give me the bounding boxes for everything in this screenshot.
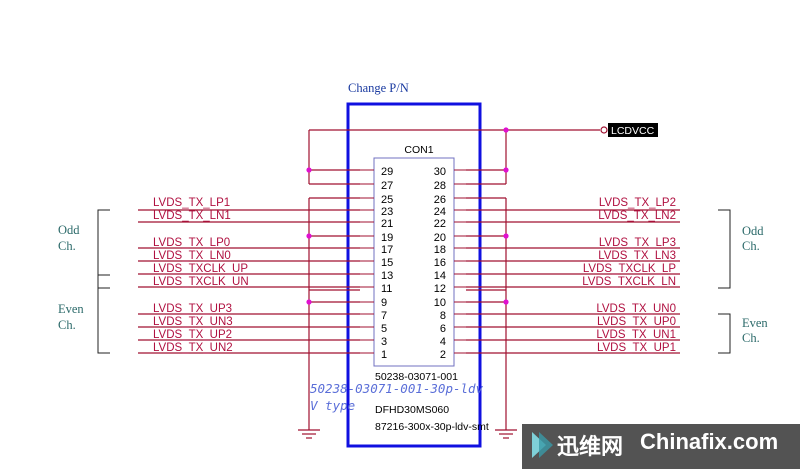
group-label-left-even: Even [58, 302, 84, 316]
power-rail [306, 127, 600, 185]
pin-number-right: 2 [440, 349, 446, 361]
pin-number-right: 30 [434, 166, 446, 178]
pin-number-right: 6 [440, 323, 446, 335]
pin-number-right: 28 [434, 180, 446, 192]
pin-number-left: 13 [381, 270, 393, 282]
signal-wires-left [138, 209, 360, 354]
pin-number-left: 9 [381, 297, 387, 309]
signal-label-right: LVDS_TX_LN3 [598, 250, 676, 262]
pin-number-right: 20 [434, 232, 446, 244]
pin-number-right: 4 [440, 336, 446, 348]
signal-label-left: LVDS_TX_UP2 [153, 329, 232, 341]
pin-number-left: 19 [381, 232, 393, 244]
pin-number-right: 16 [434, 257, 446, 269]
signal-label-left: LVDS_TXCLK_UN [153, 276, 249, 288]
connector-model: DFHD30MS060 [375, 404, 449, 416]
power-net-label: LCDVCC [611, 125, 655, 137]
pin-number-right: 10 [434, 297, 446, 309]
signal-label-right: LVDS_TX_LN2 [598, 210, 676, 222]
pin-number-right: 24 [434, 206, 446, 218]
signal-label-right: LVDS_TX_UP1 [597, 342, 676, 354]
group-label-right-odd-ch: Ch. [742, 239, 760, 253]
pin-number-right: 22 [434, 218, 446, 230]
signal-label-left: LVDS_TXCLK_UP [153, 263, 248, 275]
connector-part-number: 50238-03071-001 [375, 371, 458, 383]
watermark-logo-icon [532, 432, 553, 458]
signal-label-right: LVDS_TX_UN1 [596, 329, 676, 341]
pin-number-left: 23 [381, 206, 393, 218]
signal-label-left: LVDS_TX_UP3 [153, 303, 232, 315]
signal-label-right: LVDS_TX_LP2 [599, 197, 676, 209]
pin-number-left: 11 [381, 283, 392, 295]
signal-label-left: LVDS_TX_LN1 [153, 210, 231, 222]
group-bracket-left-odd [97, 209, 110, 289]
connector-footprint: 87216-300x-30p-ldv-smt [375, 421, 489, 433]
pin-stubs [360, 169, 466, 354]
pin-number-left: 1 [381, 349, 387, 361]
watermark-banner [522, 424, 800, 469]
pin-number-right: 8 [440, 310, 446, 322]
group-label-left-even-ch: Ch. [58, 318, 76, 332]
signal-label-left: LVDS_TX_UN3 [153, 316, 233, 328]
signal-label-left: LVDS_TX_LP0 [153, 237, 230, 249]
pin-number-left: 15 [381, 257, 393, 269]
watermark-en-text: Chinafix.com [640, 429, 779, 454]
signal-label-right: LVDS_TX_LP3 [599, 237, 676, 249]
pin-number-right: 14 [434, 270, 446, 282]
ground-symbol-left [298, 429, 320, 439]
pin-number-right: 12 [434, 283, 446, 295]
pin-number-right: 26 [434, 194, 446, 206]
pin-number-left: 25 [381, 194, 393, 206]
signal-label-left: LVDS_TX_LP1 [153, 197, 230, 209]
signal-label-right: LVDS_TXCLK_LN [582, 276, 676, 288]
power-net-bg [608, 123, 658, 137]
pin-number-left: 27 [381, 180, 393, 192]
pin-number-left: 7 [381, 310, 387, 322]
pin-number-left: 3 [381, 336, 387, 348]
signal-wires-right [466, 209, 680, 354]
change-highlight-box [346, 102, 482, 448]
group-bracket-right-odd [718, 209, 731, 289]
pin-number-left: 21 [381, 218, 393, 230]
signal-label-left: LVDS_TX_LN0 [153, 250, 231, 262]
group-bracket-right-even [718, 313, 731, 354]
signal-label-left: LVDS_TX_UN2 [153, 342, 233, 354]
power-port-icon [600, 126, 608, 134]
watermark-cn-text: 迅维网 [557, 435, 624, 460]
group-label-right-even-ch: Ch. [742, 331, 760, 345]
ground-symbol-right [495, 429, 517, 439]
signal-label-right: LVDS_TX_UP0 [597, 316, 676, 328]
group-label-right-even: Even [742, 316, 768, 330]
pin-number-left: 29 [381, 166, 393, 178]
signal-label-right: LVDS_TX_UN0 [596, 303, 676, 315]
group-label-left-odd: Odd [58, 223, 80, 237]
overlay-type-text: V type [310, 398, 355, 413]
pin-number-right: 18 [434, 244, 446, 256]
group-bracket-left-even [97, 274, 110, 354]
overlay-part-text: 50238-03071-001-30p-ldv [310, 381, 484, 396]
connector-body [373, 157, 455, 367]
signal-label-right: LVDS_TXCLK_LP [583, 263, 676, 275]
group-label-right-odd: Odd [742, 224, 764, 238]
group-label-left-odd-ch: Ch. [58, 239, 76, 253]
pin-number-left: 17 [381, 244, 393, 256]
connector-ref: CON1 [404, 144, 433, 156]
change-label: Change P/N [348, 81, 409, 95]
pin-number-left: 5 [381, 323, 387, 335]
